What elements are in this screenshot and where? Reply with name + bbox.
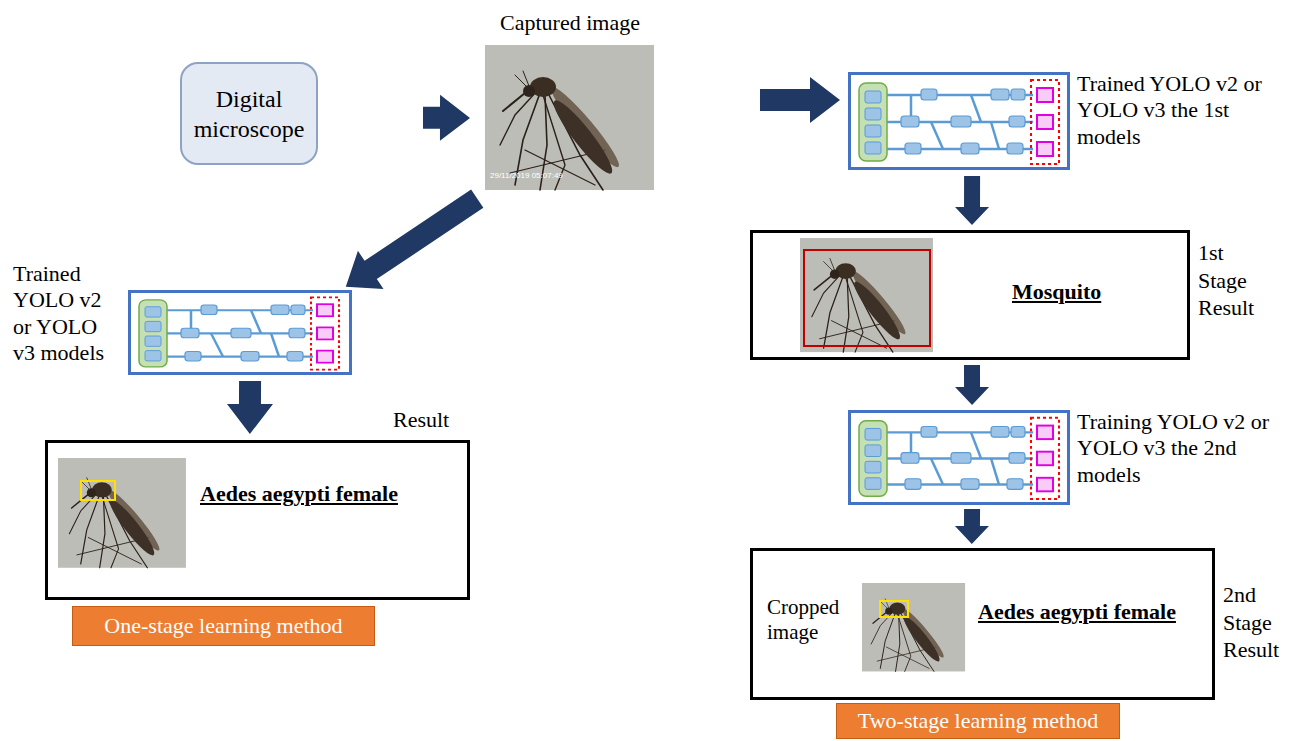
method-tag: Two-stage learning method [836, 703, 1120, 739]
block-arrow [227, 381, 273, 434]
node-text: Two-stage learning method [858, 708, 1098, 734]
node-text: 2nd Stage Result [1223, 581, 1279, 664]
node-text: 1st Stage Result [1198, 239, 1254, 322]
network-icon [851, 75, 1067, 167]
block-arrow [955, 176, 989, 225]
result-box: ResultAedes aegypti female [45, 440, 470, 600]
block-arrow [760, 77, 840, 123]
method-tag: One-stage learning method [72, 606, 375, 646]
mosquito-photo [862, 583, 965, 671]
node-text: Aedes aegypti female [200, 481, 398, 507]
node-text: One-stage learning method [104, 613, 342, 639]
node-text: Training YOLO v2 or YOLO v3 the 2nd mode… [1077, 409, 1295, 488]
detection-box [804, 250, 930, 346]
block-arrow [955, 365, 989, 405]
mosquito-photo [800, 238, 933, 352]
result-box: Mosquito1st Stage Result [750, 230, 1190, 360]
mosquito-photo [485, 45, 654, 190]
device-box: Digital microscope [180, 62, 318, 165]
node-text: Trained YOLO v2 or YOLO v3 the 1st model… [1077, 71, 1295, 150]
image-panel: Captured image [478, 10, 662, 192]
result-box: Cropped imageAedes aegypti female2nd Sta… [750, 548, 1215, 700]
block-arrow [346, 190, 484, 290]
timestamp: 29/11/2019 05:07:49 [490, 171, 563, 180]
node-text: Result [393, 407, 449, 433]
network-icon [131, 293, 347, 372]
node-text: Aedes aegypti female [978, 599, 1176, 625]
node-text: Mosquito [1012, 279, 1101, 305]
block-arrow [955, 509, 989, 544]
node-text: Cropped image [767, 595, 857, 645]
network-box: Trained YOLO v2 or YOLO v3 models [128, 290, 352, 375]
network-icon [851, 413, 1067, 502]
network-box: Training YOLO v2 or YOLO v3 the 2nd mode… [848, 410, 1070, 505]
block-arrow [423, 95, 470, 141]
network-box: Trained YOLO v2 or YOLO v3 the 1st model… [848, 72, 1070, 170]
node-text: Trained YOLO v2 or YOLO v3 models [13, 261, 123, 367]
detection-box [880, 601, 908, 617]
mosquito-photo [58, 458, 186, 568]
node-text: Digital microscope [188, 84, 310, 144]
detection-box [81, 481, 115, 500]
node-text: Captured image [478, 10, 662, 36]
